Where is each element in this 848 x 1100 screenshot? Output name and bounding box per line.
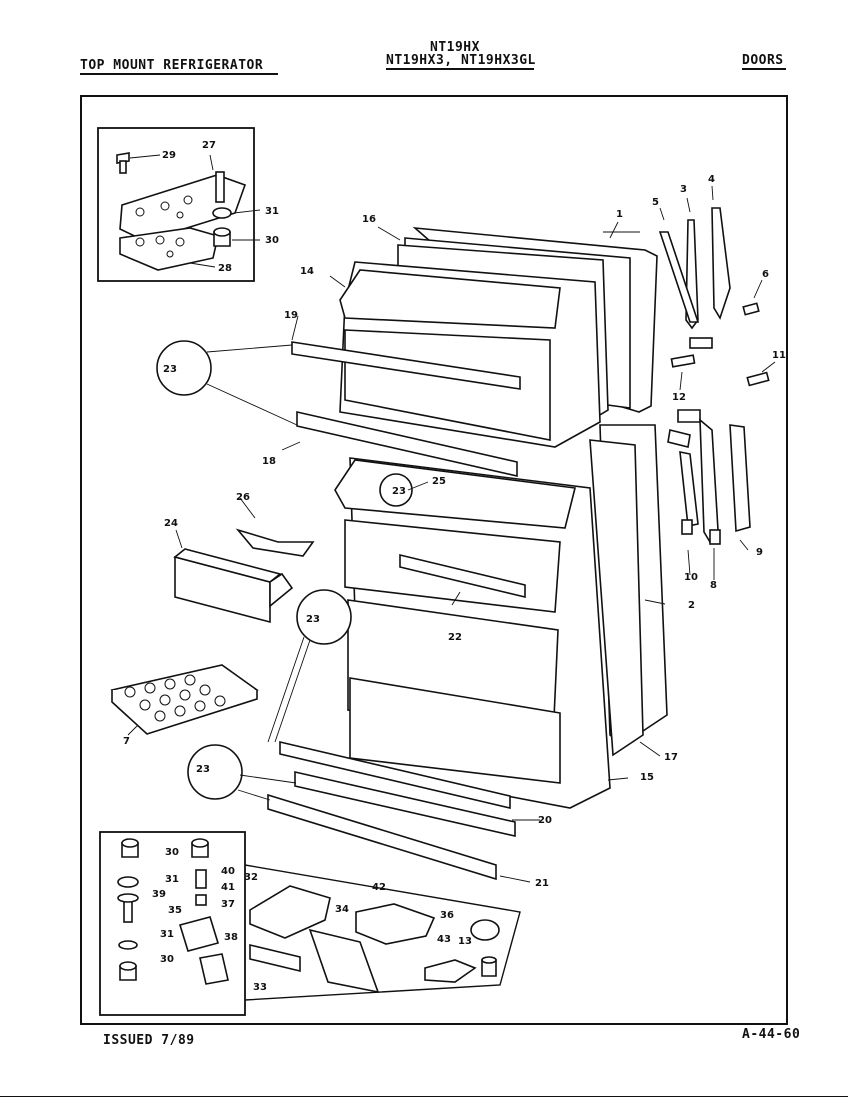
callout-23a: 23 xyxy=(163,364,177,375)
callout-12: 12 xyxy=(672,392,686,403)
callout-34: 34 xyxy=(335,904,349,915)
bottom-trim-upper xyxy=(294,770,516,838)
top-hinge-inset xyxy=(97,127,255,282)
callout-22: 22 xyxy=(448,632,462,643)
freezer-door-liner xyxy=(339,244,609,448)
egg-tray xyxy=(110,664,259,735)
callout-10: 10 xyxy=(684,572,698,583)
callout-11: 11 xyxy=(772,350,786,361)
diagram-title: TOP MOUNT REFRIGERATOR xyxy=(80,58,264,73)
callout-23c: 23 xyxy=(196,764,210,775)
callout-30c: 30 xyxy=(160,954,174,965)
bottom-hinge-brackets xyxy=(249,885,500,994)
callout-37: 37 xyxy=(221,899,235,910)
callout-41: 41 xyxy=(221,882,235,893)
callout-31b: 31 xyxy=(165,874,179,885)
callout-40: 40 xyxy=(221,866,235,877)
model-variants: NT19HX3, NT19HX3GL xyxy=(386,53,536,68)
callout-23b: 23 xyxy=(306,614,320,625)
callout-14: 14 xyxy=(300,266,314,277)
diagram-frame xyxy=(80,95,788,1025)
callout-25: 25 xyxy=(432,476,446,487)
callout-15: 15 xyxy=(640,772,654,783)
callout-2: 2 xyxy=(688,600,695,611)
callout-43: 43 xyxy=(437,934,451,945)
callout-39: 39 xyxy=(152,889,166,900)
callout-16: 16 xyxy=(362,214,376,225)
callout-labels: 1 2 3 4 5 6 7 8 9 10 11 12 13 14 15 16 1… xyxy=(123,140,786,993)
callout-23d: 23 xyxy=(392,486,406,497)
bottom-trim-door xyxy=(267,793,497,881)
model-underline xyxy=(386,68,534,70)
callout-29: 29 xyxy=(162,150,176,161)
bottom-rule xyxy=(0,1096,848,1097)
freezer-door-trim xyxy=(296,410,518,478)
callout-17: 17 xyxy=(664,752,678,763)
callout-18: 18 xyxy=(262,456,276,467)
callout-4: 4 xyxy=(708,174,715,185)
callout-9: 9 xyxy=(756,547,763,558)
bottom-trim-lower xyxy=(279,740,511,810)
callout-33: 33 xyxy=(253,982,267,993)
butter-shelf xyxy=(235,528,315,557)
callout-24: 24 xyxy=(164,518,178,529)
bottom-hinge-inset xyxy=(99,831,521,1016)
callout-31a: 31 xyxy=(265,206,279,217)
callout-26: 26 xyxy=(236,492,250,503)
fresh-food-door-outer xyxy=(589,424,668,757)
callout-28: 28 xyxy=(218,263,232,274)
callout-13: 13 xyxy=(458,936,472,947)
fresh-food-shelf-rail xyxy=(399,553,526,599)
callout-19: 19 xyxy=(284,310,298,321)
callout-32: 32 xyxy=(244,872,258,883)
issued-date: ISSUED 7/89 xyxy=(103,1033,195,1048)
callout-30b: 30 xyxy=(165,847,179,858)
callout-21: 21 xyxy=(535,878,549,889)
callout-36: 36 xyxy=(440,910,454,921)
callout-8: 8 xyxy=(710,580,717,591)
callout-6: 6 xyxy=(762,269,769,280)
callout-30a: 30 xyxy=(265,235,279,246)
callout-35: 35 xyxy=(168,905,182,916)
callout-20: 20 xyxy=(538,815,552,826)
section-underline xyxy=(742,68,786,70)
detail-callout-circles xyxy=(156,340,413,801)
callout-38: 38 xyxy=(224,932,238,943)
callout-31c: 31 xyxy=(160,929,174,940)
callout-3: 3 xyxy=(680,184,687,195)
dairy-door xyxy=(173,548,294,624)
callout-27: 27 xyxy=(202,140,216,151)
page-code: A-44-60 xyxy=(742,1027,801,1042)
fresh-food-door-liner xyxy=(334,457,611,809)
model-number: NT19HX xyxy=(430,40,480,55)
callout-42: 42 xyxy=(372,882,386,893)
freezer-hinge-parts xyxy=(658,207,770,387)
callout-1: 1 xyxy=(616,209,623,220)
callout-7: 7 xyxy=(123,736,130,747)
section-name: DOORS xyxy=(742,53,784,68)
fresh-food-hinge-parts xyxy=(667,409,751,545)
callout-5: 5 xyxy=(652,197,659,208)
title-underline xyxy=(80,73,278,75)
freezer-shelf-rail xyxy=(291,341,521,390)
leader-arrows xyxy=(127,154,776,883)
